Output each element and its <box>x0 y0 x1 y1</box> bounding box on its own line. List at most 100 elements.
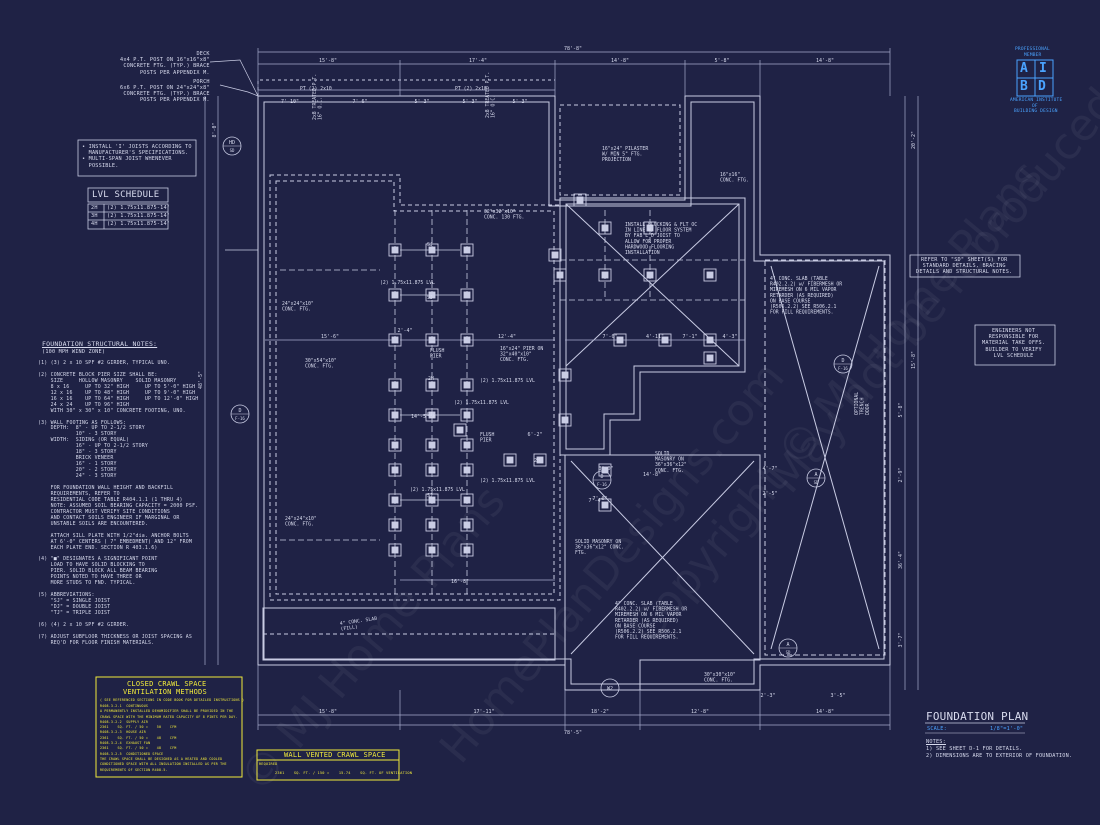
logo-letter-i: I <box>1039 61 1048 76</box>
pier-footing <box>425 543 439 557</box>
structural-note-line: 8 x 16 UP TO 32" HIGH UP TO 5'-0" HIGH <box>38 383 196 390</box>
dimension-interior: 7'-4" <box>588 498 603 504</box>
dimension-interior: 7'-0" <box>592 496 607 502</box>
pier-block <box>601 224 609 232</box>
section-marker: DF-16 <box>230 404 250 424</box>
structural-note-line: BRICK VENEER <box>38 455 114 462</box>
dimension-top: 14'-8" <box>816 58 834 64</box>
pier-footing <box>388 378 402 392</box>
pier-footing <box>460 288 474 302</box>
plan-label: SJ <box>427 295 433 301</box>
dimension-right: 15'-8" <box>911 351 917 369</box>
dimension-overall-bottom: 78'-5" <box>564 730 582 736</box>
pier-block <box>646 271 654 279</box>
structural-note-line: (4) "■" DESIGNATES A SIGNIFICANT POINT <box>38 556 158 563</box>
plan-label: OPTIONALTRENCHDOOR <box>854 392 871 415</box>
pier-footing <box>460 408 474 422</box>
section-marker-sheet: SD <box>786 650 791 655</box>
pier-footing <box>598 268 612 282</box>
structural-notes-subheading: (100 MPH WIND ZONE) <box>42 349 106 355</box>
dimension-bottom: 12'-8" <box>691 709 709 715</box>
engineers-note-line: ENGINEERS NOT <box>991 328 1036 334</box>
plan-label: PT (2) 2x10 <box>300 86 332 92</box>
structural-note-line: WIDTH: SIDING (OR EQUAL) <box>38 437 130 444</box>
structural-note-line: 20" - 2 STORY <box>38 467 117 474</box>
pier-footing <box>460 243 474 257</box>
dimension-top: 14'-8" <box>611 58 629 64</box>
pier-block <box>428 546 436 554</box>
pier-block <box>391 521 399 529</box>
plan-label: 2x8 TREATED P.T.16" O.C. <box>312 74 324 120</box>
pier-footing <box>425 438 439 452</box>
dimension-top: 15'-8" <box>319 58 337 64</box>
pier-block <box>391 441 399 449</box>
structural-note-line: WITH 30" x 30" x 10" CONCRETE FOOTING, U… <box>38 407 186 414</box>
plan-label: 32"x32"x10"CONC. 130 FTG. <box>484 209 524 221</box>
pier-block <box>463 521 471 529</box>
structural-note-line: REQ'D FOR FLOOR FINISH MATERIALS. <box>38 639 155 646</box>
dimension-interior: 6'-2" <box>527 432 542 438</box>
closed-crawl-line: CRAWL SPACE WITH THE MINIMUM RATED CAPAC… <box>100 714 238 719</box>
dimension-right: 2'-9" <box>898 467 904 482</box>
logo-letter-a: A <box>1020 61 1029 76</box>
pier-block <box>391 466 399 474</box>
dimension-interior: 3'-5" <box>830 693 845 699</box>
structural-note-line: 16 x 16 UP TO 64" HIGH UP TO 12'-0" HIGH <box>38 395 199 402</box>
pier-block <box>463 381 471 389</box>
section-marker: DF-16 <box>592 470 612 490</box>
deck-note-line: DECK <box>196 51 210 57</box>
joist-note-line: MANUFACTURER'S SPECIFICATIONS. <box>82 150 189 157</box>
structural-note-line: 24 x 24 UP TO 96" HIGH <box>38 401 130 408</box>
pier-block <box>561 371 569 379</box>
dimension-interior: 15'-6" <box>321 334 339 340</box>
structural-note-line: 16" - 1 STORY <box>38 461 117 468</box>
logo-badge-top: PROFESSIONAL <box>1015 47 1050 52</box>
joist-note-line: • MULTI-SPAN JOIST WHENEVER <box>82 156 172 163</box>
closed-crawl-line: R408.3.2.4 EXHAUST FAN <box>100 741 151 746</box>
section-marker-letter: D <box>600 474 603 480</box>
pier-block <box>428 441 436 449</box>
engineers-note-line: BUILDER TO VERIFY <box>985 346 1042 353</box>
pier-footing <box>388 438 402 452</box>
pier-block <box>391 546 399 554</box>
pier-footing <box>388 463 402 477</box>
pier-block <box>556 271 564 279</box>
pier-block <box>463 466 471 474</box>
pier-block <box>463 246 471 254</box>
pier-block <box>646 224 654 232</box>
structural-note-line: 24" - 3 STORY <box>38 473 117 480</box>
porch-note-line: POSTS PER APPENDIX M. <box>139 97 210 104</box>
structural-note-line: 12 x 16 UP TO 48" HIGH UP TO 9'-0" HIGH <box>38 389 196 396</box>
pier-footing <box>703 268 717 282</box>
engineers-note-line: LVL SCHEDULE <box>993 352 1034 359</box>
plan-label: 16"x16"CONC. FTG. <box>720 172 749 184</box>
section-marker-letter: A <box>786 642 789 648</box>
dimension-interior: 3'-0" <box>598 466 613 472</box>
pier-block <box>616 336 624 344</box>
dimension-interior: 2'-5" <box>762 491 777 497</box>
pier-block <box>391 381 399 389</box>
closed-crawl-line: 2361 SQ. FT. / 50 = 50 CFM <box>100 725 177 730</box>
plan-label: 24"x24"x10"CONC. FTG. <box>285 516 317 528</box>
lvl-row-mark: 4H <box>91 221 98 227</box>
porch-note-line: 6x6 P.T. POST ON 24"x24"x8" <box>120 85 210 92</box>
pier-footing <box>643 221 657 235</box>
pier-block <box>661 336 669 344</box>
engineers-note-line: MATERIAL TAKE OFFS. <box>982 340 1046 347</box>
dimension-interior: 4'-3" <box>722 334 737 340</box>
structural-note-line: REQUIREMENTS, REFER TO <box>38 490 120 497</box>
closed-crawl-line: R408.3.2.3 HOUSE AIR <box>100 730 146 735</box>
structural-note-line: 10" - 3 STORY <box>38 431 117 438</box>
section-marker: ASD <box>806 468 826 488</box>
pier-footing <box>598 221 612 235</box>
structural-note-line: ATTACH SILL PLATE WITH 1/2"dia. ANCHOR B… <box>38 532 189 539</box>
plan-label: PT (2) 2x10 <box>455 86 487 92</box>
deck-note-line: 4x4 P.T. POST ON 16"x16"x8" <box>120 57 210 64</box>
pier-block <box>561 416 569 424</box>
closed-crawl-line: CONDITIONED SPACE WITH ALL INSULATION IN… <box>100 762 227 767</box>
refer-note-line: DETAILS AND STRUCTURAL NOTES. <box>916 269 1013 276</box>
section-marker-letter: D <box>238 408 241 414</box>
